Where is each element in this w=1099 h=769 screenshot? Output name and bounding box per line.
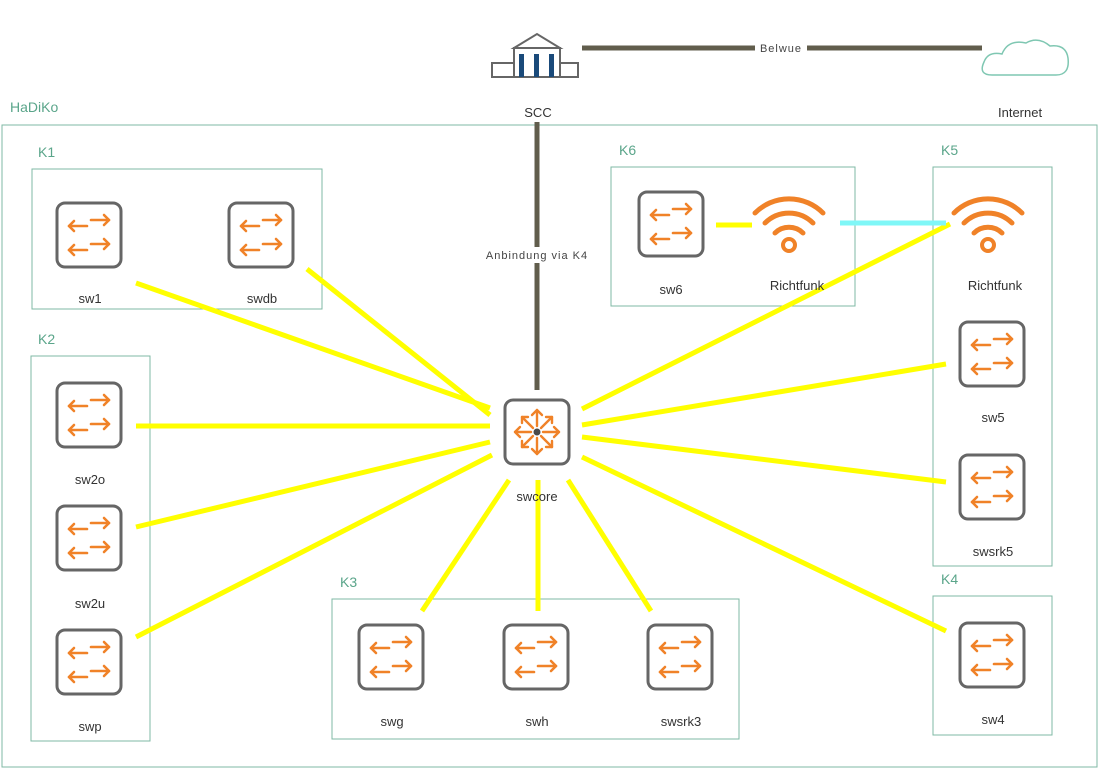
switch-sw5-icon[interactable]: [958, 320, 1026, 388]
device-label-sw2u: sw2u: [75, 596, 105, 611]
access-links: [134, 221, 952, 640]
switch-swsrk5-icon[interactable]: [958, 453, 1026, 521]
link-richtfunk-k5: [580, 221, 952, 412]
device-label-sw4: sw4: [981, 712, 1004, 727]
link-swsrk3: [565, 478, 654, 613]
group-k2-label: K2: [38, 331, 55, 347]
group-k1-label: K1: [38, 144, 55, 160]
link-sw2u: [135, 439, 491, 530]
internet-label: Internet: [998, 105, 1042, 120]
hadiko-frame: [1, 124, 1098, 768]
group-k1-box: [31, 168, 323, 310]
group-k6-box: [610, 166, 856, 307]
group-k6-label: K6: [619, 142, 636, 158]
switch-swh-icon[interactable]: [502, 623, 570, 691]
radio-k6-icon[interactable]: [755, 199, 823, 251]
link-swdb: [305, 267, 492, 417]
group-k4-label: K4: [941, 571, 958, 587]
belwue-label: Belwue: [760, 43, 802, 55]
switch-swp-icon[interactable]: [55, 628, 123, 696]
core-label: swcore: [516, 489, 557, 504]
switch-sw1-icon[interactable]: [55, 201, 123, 269]
device-label-swsrk3: swsrk3: [661, 714, 701, 729]
radio-k5-icon[interactable]: [954, 199, 1022, 251]
building-icon: [491, 32, 579, 78]
switch-swdb-icon[interactable]: [227, 201, 295, 269]
device-label-swh: swh: [525, 714, 548, 729]
device-label-swsrk5: swsrk5: [973, 544, 1013, 559]
device-label-swp: swp: [78, 719, 101, 734]
group-k3-label: K3: [340, 574, 357, 590]
device-label-richtfunk-k5: Richtfunk: [968, 278, 1023, 293]
switch-swsrk3-icon[interactable]: [646, 623, 714, 691]
switch-sw4-icon[interactable]: [958, 621, 1026, 689]
belwue-label-bg: [755, 40, 807, 56]
link-sw5: [581, 361, 947, 428]
link-swg: [419, 478, 512, 613]
uplink-label: Anbindung via K4: [486, 250, 588, 262]
device-label-sw1: sw1: [78, 291, 101, 306]
group-k5-label: K5: [941, 142, 958, 158]
switch-sw2o-icon[interactable]: [55, 381, 123, 449]
uplink-label-bg: [476, 247, 598, 263]
device-label-sw5: sw5: [981, 410, 1004, 425]
cloud-icon: [981, 39, 1069, 76]
switch-swg-icon[interactable]: [357, 623, 425, 691]
group-k2-box: [30, 355, 151, 742]
scc-label: SCC: [524, 105, 551, 120]
device-label-richtfunk-k6: Richtfunk: [770, 278, 825, 293]
core-router-icon[interactable]: [503, 398, 571, 466]
device-label-swdb: swdb: [247, 291, 277, 306]
link-sw4: [580, 454, 948, 634]
link-swp: [134, 452, 494, 640]
group-k4-box: [932, 595, 1053, 736]
switch-sw2u-icon[interactable]: [55, 504, 123, 572]
device-label-swg: swg: [380, 714, 403, 729]
device-label-sw6: sw6: [659, 282, 682, 297]
link-sw1: [135, 280, 491, 411]
device-label-sw2o: sw2o: [75, 472, 105, 487]
hadiko-label: HaDiKo: [10, 99, 58, 115]
link-swsrk5: [581, 434, 947, 485]
switch-sw6-icon[interactable]: [637, 190, 705, 258]
